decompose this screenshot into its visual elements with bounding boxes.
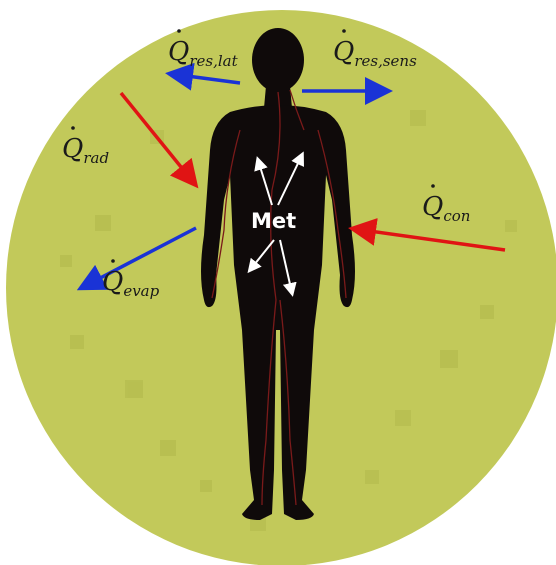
evap-subscript: evap — [123, 282, 159, 300]
q-symbol: Q — [168, 37, 189, 67]
q-symbol: Q — [62, 134, 83, 164]
q-symbol: Q — [333, 37, 354, 67]
q-dot — [342, 29, 346, 33]
met-label: Met — [251, 209, 296, 233]
q-dot — [71, 126, 75, 130]
res-lat-subscript: res,lat — [189, 52, 238, 70]
con-subscript: con — [443, 207, 470, 225]
q-dot — [111, 259, 115, 263]
q-symbol: Q — [102, 267, 123, 297]
q-dot — [177, 29, 181, 33]
q-symbol: Q — [422, 192, 443, 222]
rad-subscript: rad — [83, 149, 109, 167]
res-sens-subscript: res,sens — [354, 52, 417, 70]
q-dot — [431, 184, 435, 188]
